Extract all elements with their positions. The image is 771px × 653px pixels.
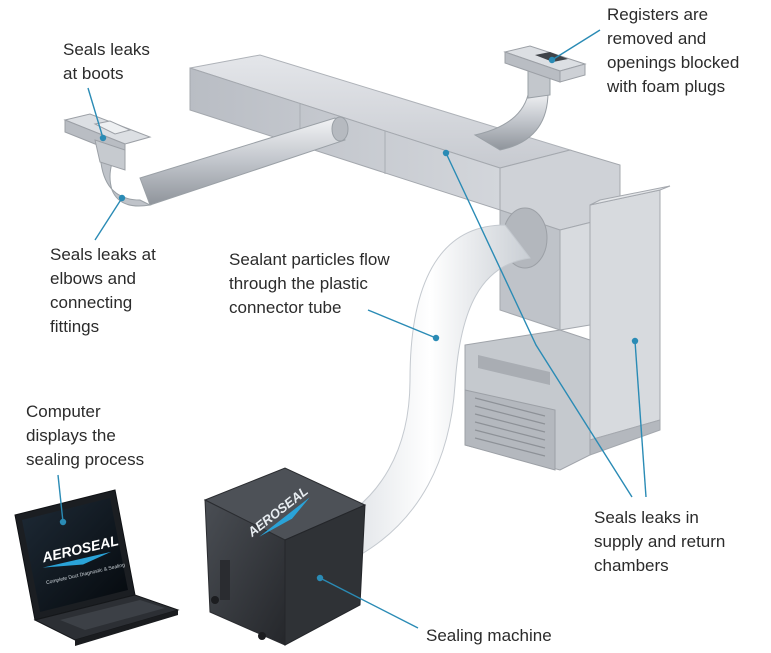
callout-computer: Computer displays the sealing process bbox=[26, 402, 145, 469]
leader-chambers-supply bbox=[445, 152, 633, 498]
riser-pipe-right bbox=[473, 63, 551, 151]
callout-machine: Sealing machine bbox=[426, 626, 552, 645]
leader-dots bbox=[59, 56, 639, 582]
boot-left bbox=[63, 113, 152, 171]
leader-chambers-return bbox=[634, 340, 647, 498]
callout-registers: Registers are removed and openings block… bbox=[607, 5, 740, 96]
leader-elbows bbox=[94, 197, 123, 241]
callout-boots: Seals leaks at boots bbox=[63, 40, 150, 83]
callout-sealant: Sealant particles flow through the plast… bbox=[229, 250, 390, 317]
leader-machine bbox=[319, 577, 419, 629]
laptop bbox=[14, 489, 180, 646]
furnace-unit bbox=[464, 329, 591, 471]
boot-right bbox=[503, 45, 587, 83]
leader-boots bbox=[87, 87, 104, 139]
sealing-machine bbox=[203, 467, 367, 646]
branch-pipe-left bbox=[99, 116, 349, 207]
leader-lines bbox=[57, 29, 647, 629]
callout-elbows: Seals leaks at elbows and connecting fit… bbox=[50, 245, 156, 336]
leader-sealant bbox=[367, 309, 437, 339]
leader-registers bbox=[551, 29, 601, 61]
leader-computer bbox=[57, 474, 64, 523]
callout-chambers: Seals leaks in supply and return chamber… bbox=[594, 508, 726, 575]
